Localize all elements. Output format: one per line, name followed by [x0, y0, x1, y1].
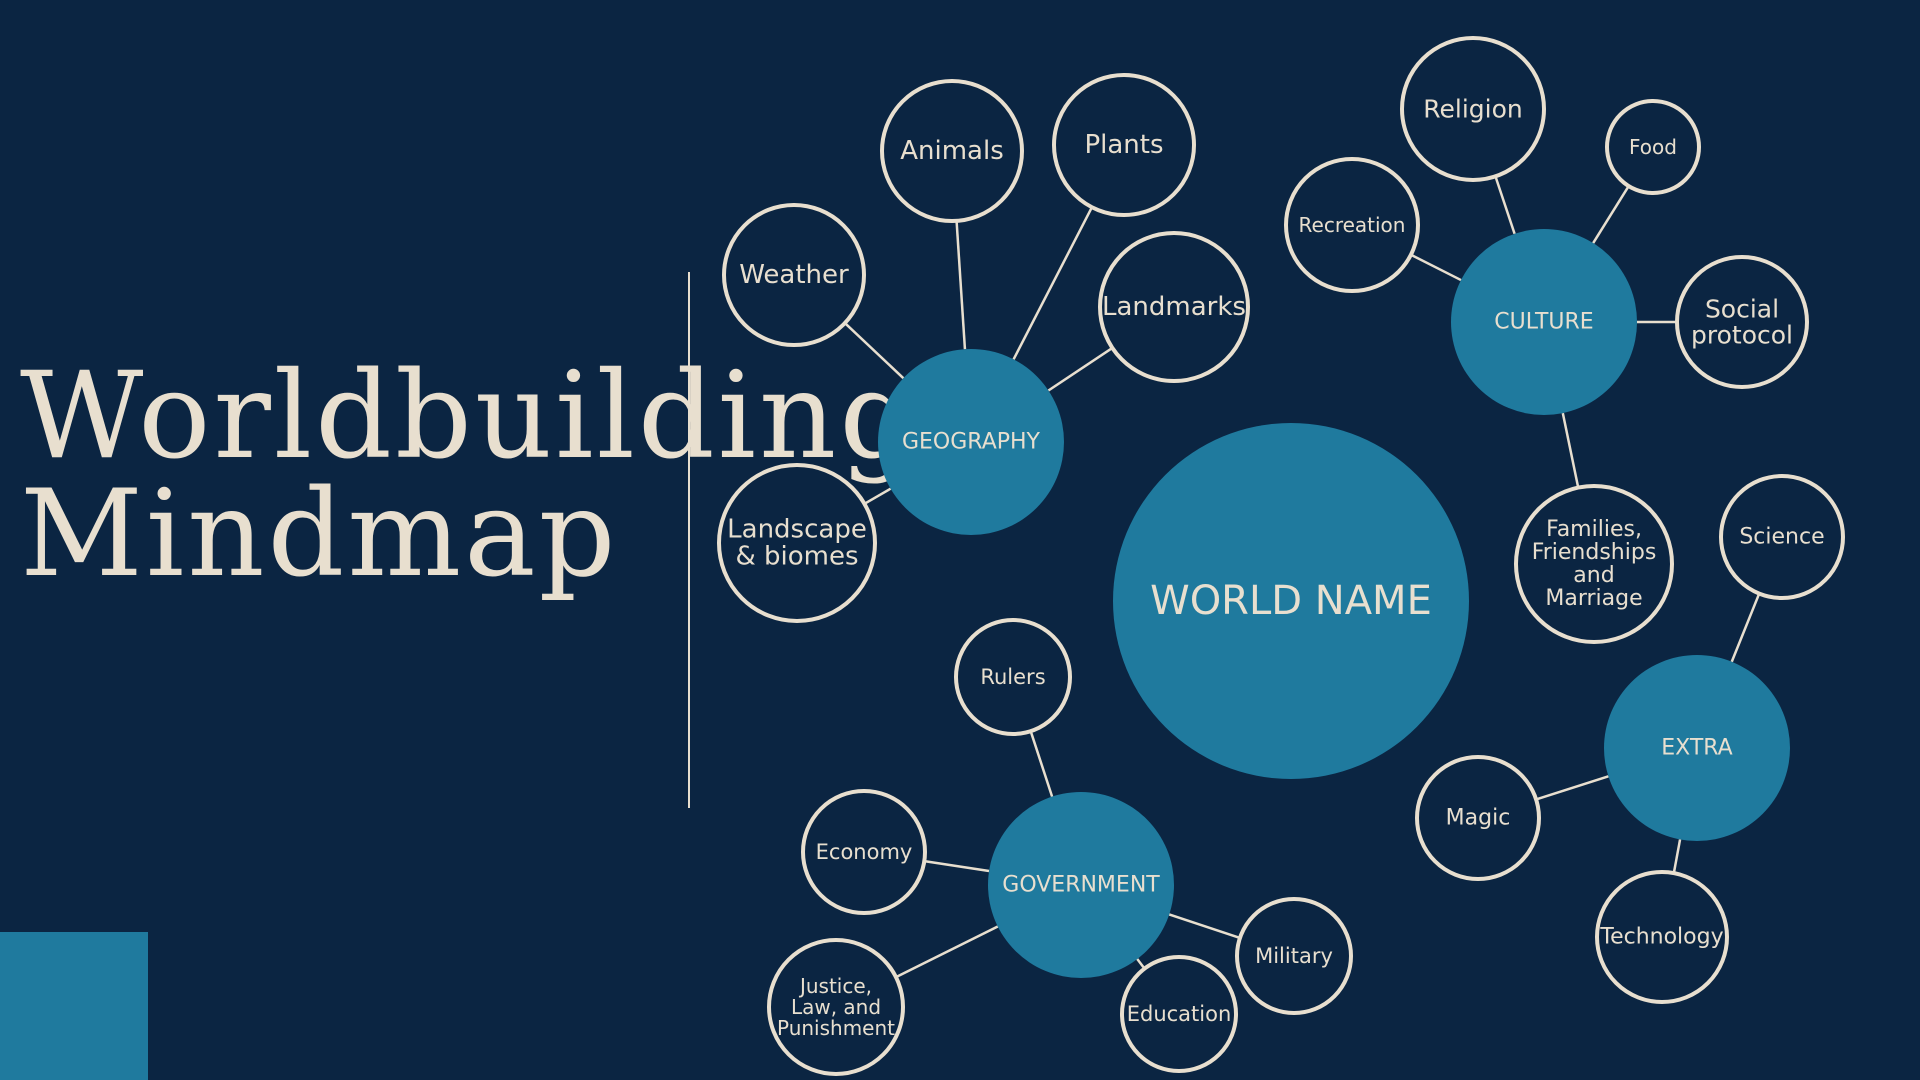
topic-node-animals: Animals	[880, 79, 1024, 223]
connector-extra-science	[1730, 593, 1761, 663]
topic-node-magic-circle	[1415, 755, 1541, 881]
topic-node-religion-circle	[1400, 36, 1546, 182]
topic-node-rulers-circle	[954, 618, 1072, 736]
topic-node-military-label: Military	[1255, 944, 1333, 968]
hub-node-geography: GEOGRAPHY	[878, 349, 1064, 535]
connector-geography-plants	[1012, 206, 1094, 360]
vertical-divider	[688, 272, 690, 808]
connector-government-military	[1168, 913, 1241, 940]
hub-node-geography-circle	[878, 349, 1064, 535]
node-layer: WORLD NAME Weather Animals PlantsLandmarksL…	[717, 36, 1845, 1076]
topic-node-recreation-label: Recreation	[1299, 213, 1406, 237]
topic-node-technology-label: Technology	[1599, 925, 1723, 950]
topic-node-science-label: Science	[1739, 525, 1824, 550]
hub-node-culture-circle	[1451, 229, 1637, 415]
topic-node-animals-label: Animals	[900, 136, 1004, 166]
connector-culture-food	[1592, 185, 1630, 244]
connector-geography-landscape	[863, 487, 892, 505]
topic-node-education-label: Education	[1127, 1002, 1232, 1026]
topic-node-education: Education	[1120, 955, 1238, 1073]
center-node-circle	[1113, 423, 1469, 779]
topic-node-technology-circle	[1595, 870, 1729, 1004]
topic-node-science-circle	[1719, 474, 1845, 600]
connector-government-economy	[924, 859, 990, 873]
center-node: WORLD NAME	[1113, 423, 1469, 779]
hub-node-extra-label: EXTRA	[1661, 736, 1732, 761]
topic-node-rulers-label: Rulers	[980, 665, 1045, 689]
topic-node-landscape-label: Landscape& biomes	[727, 514, 867, 571]
topic-node-religion: Religion	[1400, 36, 1546, 182]
topic-node-weather: Weather	[722, 203, 866, 347]
topic-node-food-label: Food	[1629, 135, 1677, 159]
connector-layer	[844, 175, 1761, 979]
hub-node-culture: CULTURE	[1451, 229, 1637, 415]
hub-node-geography-label: GEOGRAPHY	[902, 430, 1041, 455]
connector-government-justice	[895, 925, 999, 979]
topic-node-magic-label: Magic	[1446, 806, 1511, 831]
topic-node-landscape: Landscape& biomes	[717, 463, 877, 623]
topic-node-food-circle	[1605, 99, 1701, 195]
topic-node-religion-label: Religion	[1423, 95, 1522, 124]
topic-node-plants-circle	[1052, 73, 1196, 217]
topic-node-food: Food	[1605, 99, 1701, 195]
hub-node-government-label: GOVERNMENT	[1002, 873, 1160, 898]
title-line-2: Mindmap	[20, 465, 619, 604]
topic-node-landscape-circle	[717, 463, 877, 623]
hub-node-government: GOVERNMENT	[988, 792, 1174, 978]
topic-node-families-circle	[1514, 484, 1674, 644]
connector-government-education	[1136, 958, 1146, 970]
hub-node-extra-circle	[1604, 655, 1790, 841]
topic-node-recreation-circle	[1284, 157, 1420, 293]
topic-node-magic: Magic	[1415, 755, 1541, 881]
topic-node-economy-label: Economy	[816, 840, 913, 864]
hub-node-culture-label: CULTURE	[1494, 310, 1593, 335]
connector-geography-animals	[955, 220, 967, 350]
connector-culture-religion	[1494, 175, 1516, 235]
topic-node-military: Military	[1235, 897, 1353, 1015]
topic-node-plants: Plants	[1052, 73, 1196, 217]
hub-node-extra: EXTRA	[1604, 655, 1790, 841]
connector-extra-technology	[1672, 839, 1682, 874]
topic-node-justice-circle	[767, 938, 905, 1076]
topic-node-rulers: Rulers	[954, 618, 1072, 736]
title-line-1: Worldbuilding	[20, 347, 920, 486]
topic-node-education-circle	[1120, 955, 1238, 1073]
topic-node-economy: Economy	[801, 789, 927, 915]
topic-node-weather-label: Weather	[739, 260, 849, 290]
connector-geography-weather	[844, 322, 905, 380]
connector-government-rulers	[1029, 730, 1054, 797]
topic-node-landmarks: Landmarks	[1098, 231, 1250, 383]
topic-node-military-circle	[1235, 897, 1353, 1015]
topic-node-science: Science	[1719, 474, 1845, 600]
topic-node-recreation: Recreation	[1284, 157, 1420, 293]
connector-culture-families	[1561, 412, 1580, 488]
topic-node-plants-label: Plants	[1084, 130, 1163, 160]
topic-node-social-circle	[1675, 255, 1809, 389]
connector-extra-magic	[1535, 775, 1609, 801]
topic-node-weather-circle	[722, 203, 866, 347]
topic-node-landmarks-circle	[1098, 231, 1250, 383]
topic-node-animals-circle	[880, 79, 1024, 223]
connector-culture-recreation	[1410, 253, 1462, 282]
topic-node-landmarks-label: Landmarks	[1102, 292, 1246, 322]
hub-node-government-circle	[988, 792, 1174, 978]
topic-node-technology: Technology	[1595, 870, 1729, 1004]
connector-geography-landmarks	[1047, 346, 1114, 392]
center-node-label: WORLD NAME	[1150, 578, 1432, 624]
accent-square	[0, 932, 148, 1080]
topic-node-economy-circle	[801, 789, 927, 915]
